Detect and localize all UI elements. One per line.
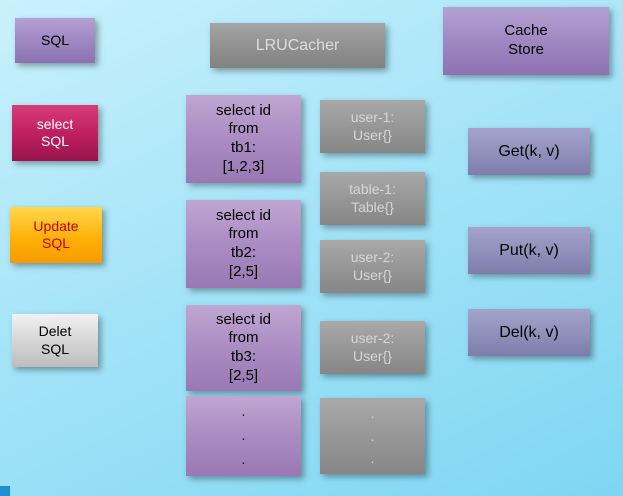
cache-entry-user1-box: user-1: User{} — [320, 100, 425, 153]
corner-accent — [0, 486, 10, 496]
update-sql-box: Update SQL — [10, 207, 102, 263]
get-operation-box: Get(k, v) — [468, 128, 590, 175]
cache-entry-table1-box: table-1: Table{} — [320, 172, 425, 225]
put-operation-box: Put(k, v) — [468, 227, 590, 274]
query-ellipsis-box: . . . — [186, 396, 301, 476]
query-tb2-box: select id from tb2: [2,5] — [186, 200, 301, 288]
cache-entry-user2b-box: user-2: User{} — [320, 321, 425, 374]
del-operation-box: Del(k, v) — [468, 309, 590, 356]
delete-sql-box: Delet SQL — [12, 314, 98, 367]
cache-store-box: Cache Store — [443, 7, 609, 75]
select-sql-box: select SQL — [12, 105, 98, 161]
lru-cacher-box: LRUCacher — [210, 23, 385, 68]
query-tb3-box: select id from tb3: [2,5] — [186, 305, 301, 391]
query-tb1-box: select id from tb1: [1,2,3] — [186, 95, 301, 183]
sql-box: SQL — [15, 18, 95, 63]
cache-ellipsis-box: . . . — [320, 398, 425, 474]
cache-entry-user2-box: user-2: User{} — [320, 240, 425, 293]
